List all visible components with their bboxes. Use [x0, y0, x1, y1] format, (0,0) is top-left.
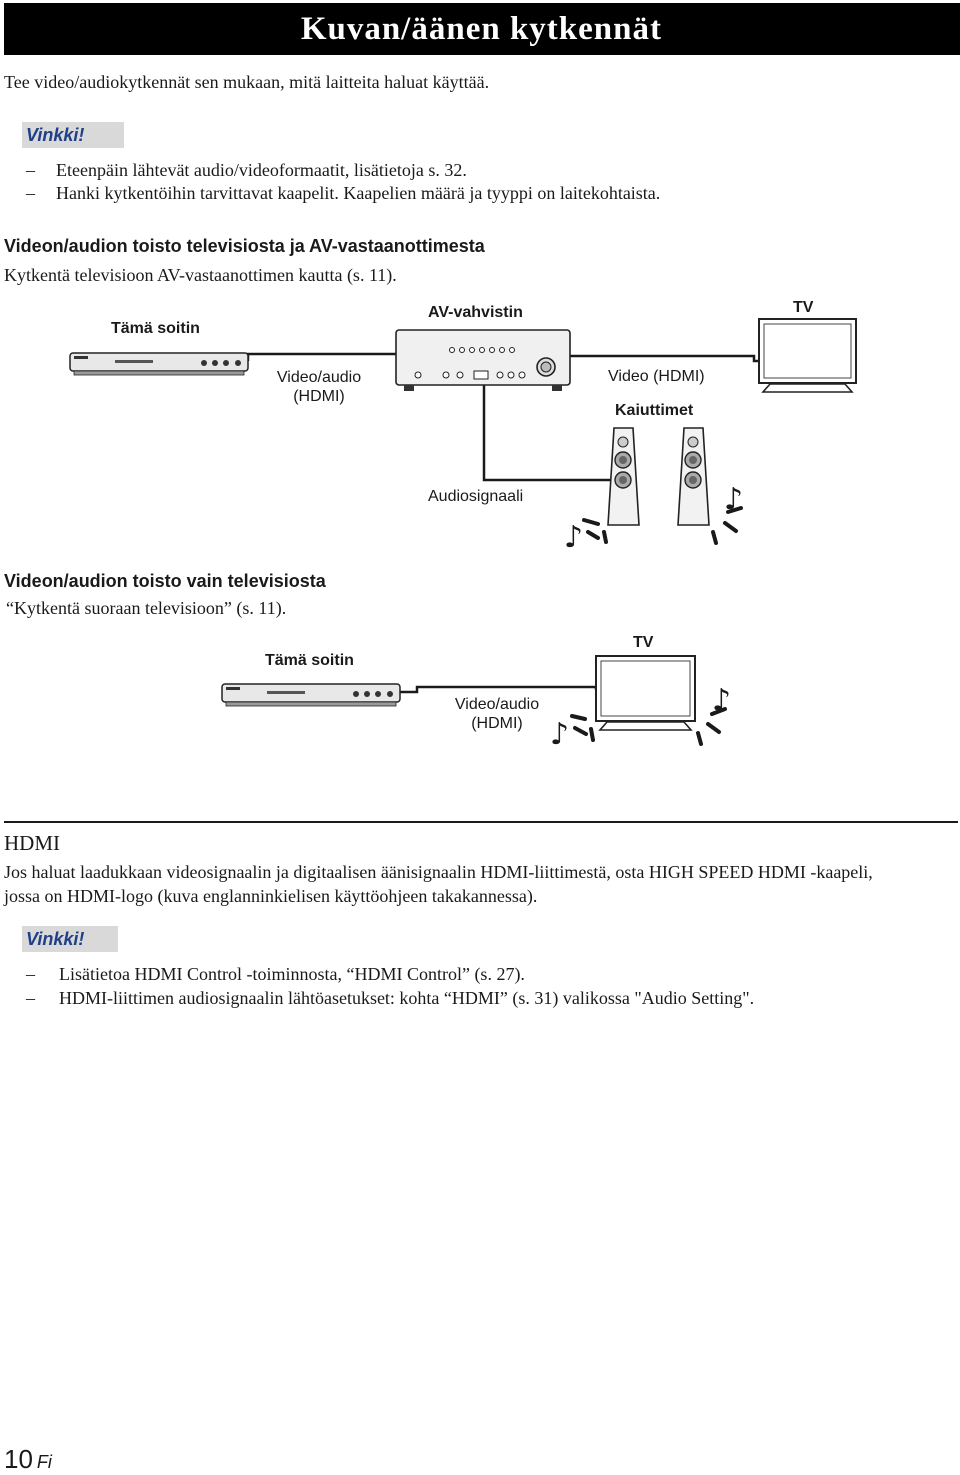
tip-item-text: Eteenpäin lähtevät audio/videoformaatit,… — [56, 160, 467, 180]
tip-item-text: Lisätietoa HDMI Control -toiminnosta, “H… — [59, 964, 525, 984]
speakers-label: Kaiuttimet — [615, 402, 694, 419]
sound-waves-2 — [570, 707, 727, 746]
page-number: 10 Fi — [4, 1444, 52, 1475]
music-note-icon: ♪ — [550, 717, 570, 752]
tip-item: –HDMI-liittimen audiosignaalin lähtöaset… — [26, 988, 755, 1008]
tv-label: TV — [793, 299, 814, 316]
hdmi-cable-player-tv — [400, 685, 598, 694]
section-heading: Videon/audion toisto vain televisiosta — [4, 571, 326, 591]
hdmi-cable-amp-tv — [569, 354, 758, 363]
header-bar: Kuvan/äänen kytkennät — [4, 3, 960, 55]
section-subtitle: Kytkentä televisioon AV-vastaanottimen k… — [4, 265, 397, 285]
page-title: Kuvan/äänen kytkennät — [300, 11, 662, 47]
av-amplifier — [395, 329, 571, 391]
tip-item-text: Hanki kytkentöihin tarvittavat kaapelit.… — [56, 183, 661, 203]
tv-label: TV — [633, 634, 654, 651]
amp-label: AV-vahvistin — [428, 304, 523, 321]
intro-text: Tee video/audiokytkennät sen mukaan, mit… — [4, 72, 490, 92]
tip-item-text: HDMI-liittimen audiosignaalin lähtöasetu… — [59, 988, 755, 1008]
music-note-icon: ♪ — [712, 683, 732, 718]
link-label-line: (HDMI) — [293, 388, 345, 405]
tip-item: –Lisätietoa HDMI Control -toiminnosta, “… — [26, 964, 525, 984]
sound-waves-1 — [582, 506, 743, 545]
tip-label: Vinkki! — [22, 122, 124, 148]
disc-player-2 — [221, 683, 401, 707]
link-label-line: Video/audio — [276, 369, 362, 386]
speakers — [607, 427, 710, 526]
tv-1 — [758, 318, 857, 393]
page-lang: Fi — [36, 1452, 52, 1472]
tip-label: Vinkki! — [22, 926, 118, 952]
section-subtitle: “Kytkentä suoraan televisioon” (s. 11). — [6, 598, 287, 618]
link-label-line: Video/audio — [454, 696, 540, 713]
hdmi-body-line: Jos haluat laadukkaan videosignaalin ja … — [4, 862, 873, 882]
music-note-icon: ♪ — [724, 482, 744, 517]
hdmi-cable-player-amp — [246, 352, 398, 361]
music-note-icon: ♪ — [564, 520, 584, 555]
hdmi-body-line: jossa on HDMI-logo (kuva englanninkielis… — [4, 886, 538, 906]
speaker-cable — [482, 382, 610, 482]
link-label: Video/audio (HDMI) — [268, 368, 370, 406]
player-label: Tämä soitin — [265, 652, 354, 669]
link-label: Video (HDMI) — [608, 368, 705, 385]
player-label: Tämä soitin — [111, 320, 200, 337]
audio-signal-label: Audiosignaali — [428, 488, 524, 505]
page-number-value: 10 — [4, 1444, 33, 1474]
tv-2 — [595, 655, 696, 731]
section-heading: Videon/audion toisto televisiosta ja AV-… — [4, 236, 485, 256]
hdmi-heading: HDMI — [4, 831, 60, 855]
link-label: Video/audio (HDMI) — [446, 695, 548, 733]
tip-item: –Hanki kytkentöihin tarvittavat kaapelit… — [26, 183, 661, 203]
link-label-line: (HDMI) — [471, 715, 523, 732]
tip-item: –Eteenpäin lähtevät audio/videoformaatit… — [26, 160, 467, 180]
disc-player-1 — [69, 352, 249, 376]
